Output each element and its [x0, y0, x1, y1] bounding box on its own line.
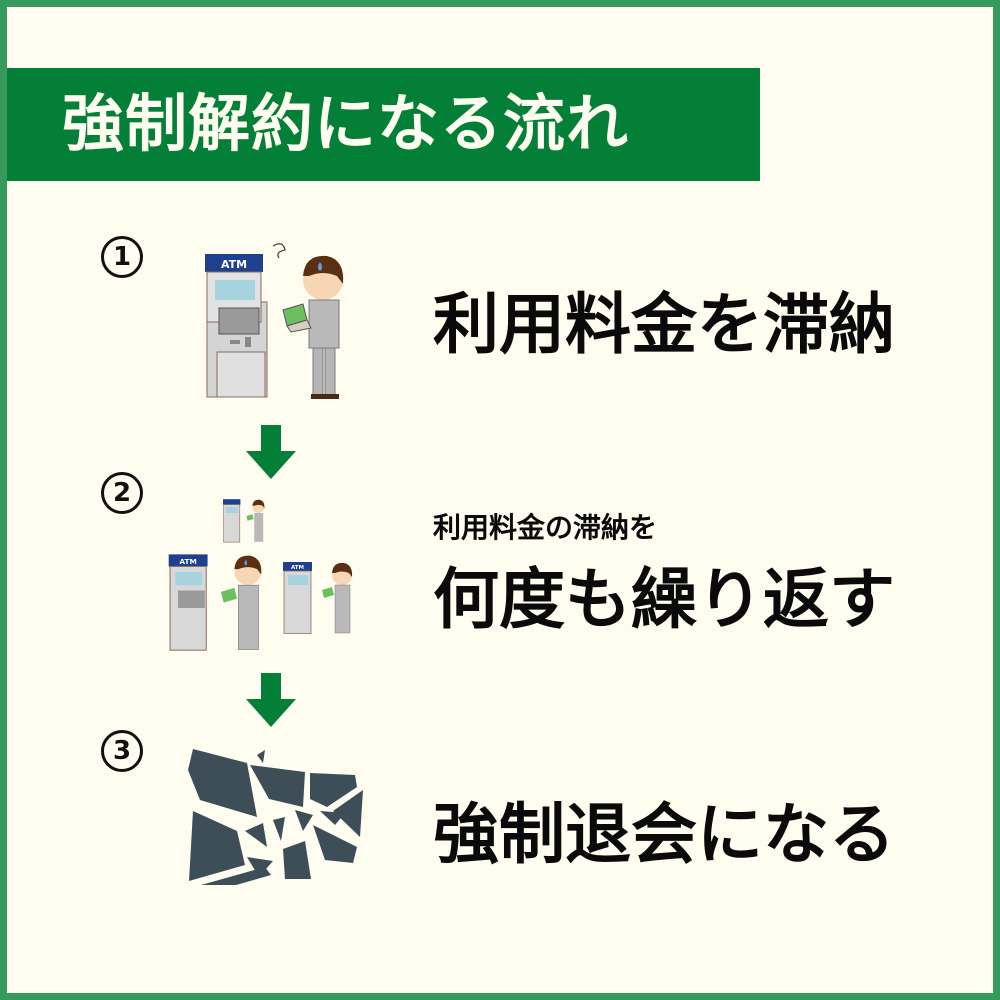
step-2-subtext: 利用料金の滞納を: [433, 511, 658, 544]
svg-text:ATM: ATM: [179, 557, 196, 566]
arrow-down-icon: [246, 425, 296, 479]
step-number-3: 3: [101, 730, 143, 772]
step-2-text: 何度も繰り返す: [433, 561, 895, 638]
step-number-1: 1: [101, 236, 143, 278]
broken-card-icon: [188, 749, 363, 885]
step-3-text: 強制退会になる: [433, 796, 895, 873]
arrow-down-icon: [246, 673, 296, 727]
step-1-text: 利用料金を滞納: [433, 286, 895, 363]
svg-text:ATM: ATM: [291, 565, 304, 571]
multiple-atm-men-icon: ATM ATM: [168, 499, 353, 651]
svg-text:ATM: ATM: [221, 258, 247, 271]
title-banner: 強制解約になる流れ: [7, 68, 760, 181]
atm-man-worried-icon: ATM: [205, 243, 344, 399]
page-title: 強制解約になる流れ: [62, 87, 630, 160]
step-number-2: 2: [101, 472, 143, 514]
